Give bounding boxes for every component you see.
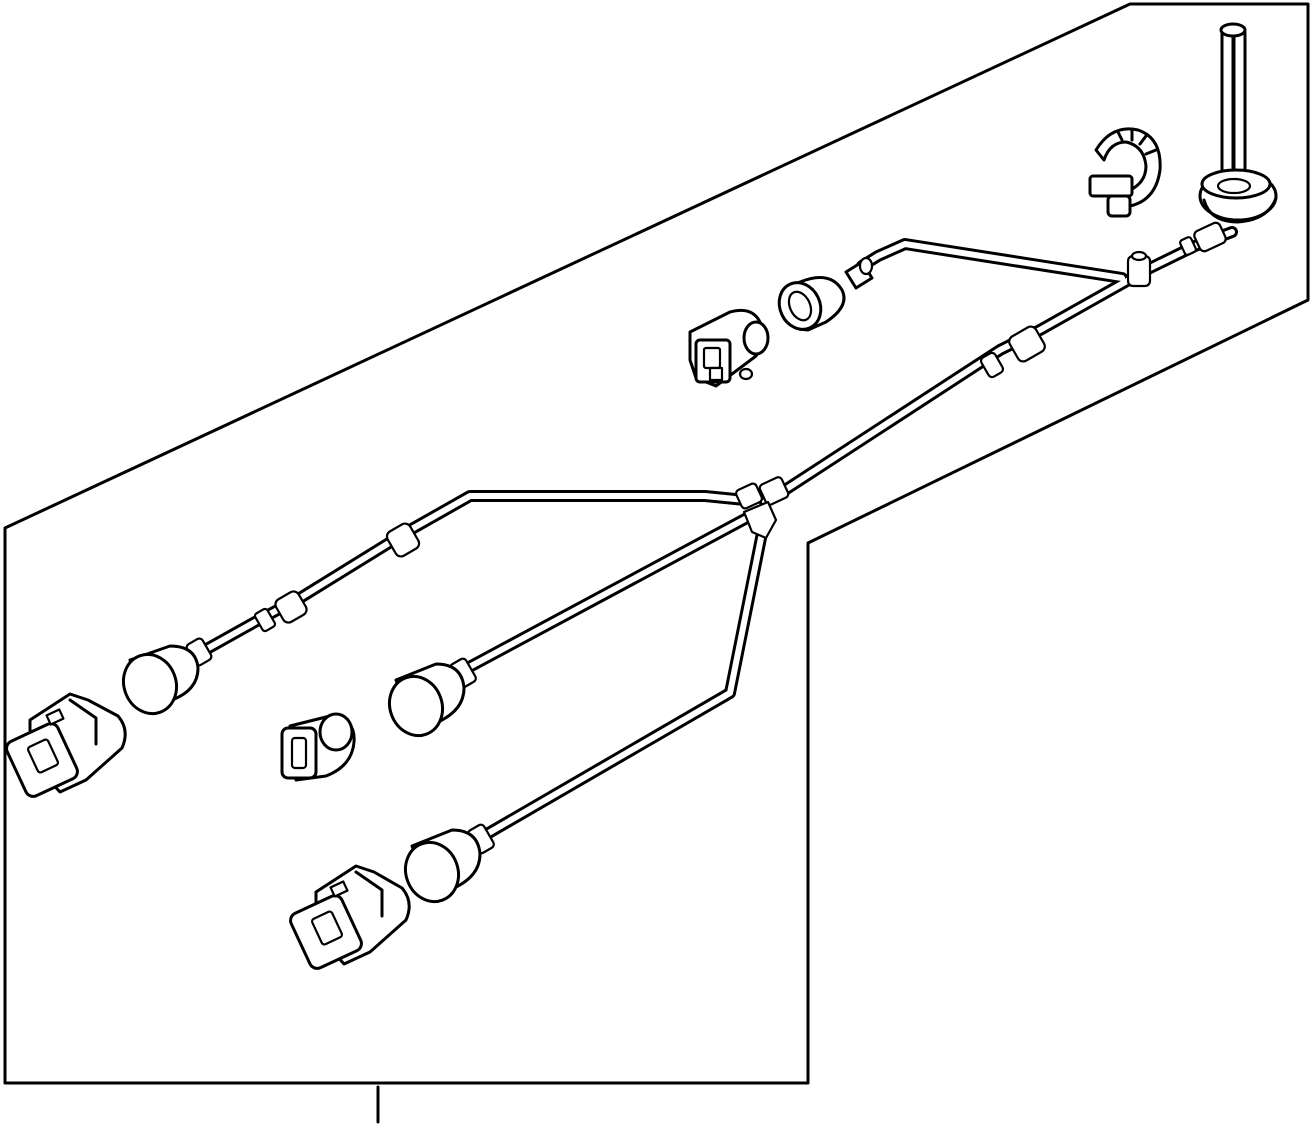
diagram-boundary [3,2,1310,1085]
sensor-plug-icon [122,637,213,716]
connector-icon [5,692,127,798]
grommet-icon [1198,22,1278,224]
clip-icon [1088,127,1162,218]
sensor-plug-icon [404,823,495,904]
wiring-harness-icon [199,221,1238,844]
connector-icon [289,864,411,970]
sensor-plug-icon [388,657,477,738]
cap-icon [280,712,356,782]
connector-icon [688,308,770,388]
sensor-plug-icon [777,256,874,332]
